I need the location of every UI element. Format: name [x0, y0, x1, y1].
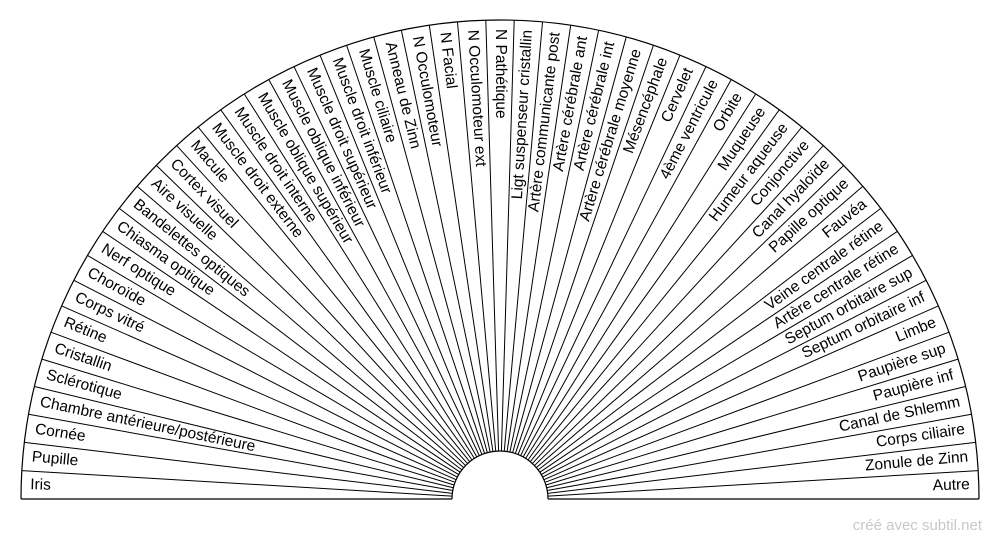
- segment-label: Iris: [30, 476, 51, 494]
- segment-label: Rétine: [61, 314, 109, 347]
- segment-divider: [243, 93, 475, 459]
- segment-divider: [546, 386, 966, 489]
- segment-divider: [41, 358, 455, 486]
- segment-divider: [520, 66, 707, 456]
- segment-divider: [220, 109, 473, 461]
- inner-arc: [451, 450, 549, 500]
- segment-divider: [536, 185, 864, 469]
- segment-divider: [268, 79, 478, 458]
- segment-divider: [541, 254, 913, 476]
- segment-divider: [547, 413, 972, 492]
- segment-divider: [400, 30, 491, 453]
- segment-divider: [21, 470, 453, 497]
- segment-divider: [542, 279, 927, 478]
- segment-divider: [485, 20, 500, 452]
- segment-divider: [73, 279, 458, 478]
- segment-divider: [456, 21, 497, 452]
- segment-divider: [522, 79, 732, 458]
- segment-divider: [543, 305, 939, 481]
- segment-divider: [373, 36, 488, 453]
- segment-label: Pupille: [31, 448, 79, 469]
- segment-divider: [547, 441, 976, 494]
- segment-divider: [509, 30, 600, 453]
- segment-label: N Facial: [436, 31, 460, 89]
- credit-text: créé avec subtil.net: [852, 517, 982, 534]
- segment-divider: [506, 25, 572, 452]
- segment-label: Cornée: [34, 421, 87, 445]
- segment-divider: [61, 305, 457, 481]
- outer-arc: [20, 19, 980, 500]
- segment-label: Zonule de Zinn: [864, 448, 969, 474]
- segment-divider: [539, 230, 898, 473]
- segment-label: 4ème ventricule: [657, 77, 722, 182]
- segment-divider: [118, 207, 463, 471]
- segment-label: Limbe: [893, 314, 939, 346]
- segment-divider: [50, 331, 456, 483]
- segment-label: N Occulomoteur ext: [464, 29, 489, 167]
- segment-divider: [24, 441, 453, 494]
- segment-divider: [527, 109, 780, 461]
- segment-divider: [537, 207, 882, 471]
- segment-divider: [503, 21, 544, 452]
- segment-divider: [500, 20, 515, 452]
- segment-divider: [544, 331, 950, 483]
- segment-label: Chambre antérieure/postérieure: [38, 393, 256, 455]
- segment-divider: [532, 145, 824, 464]
- segment-divider: [545, 358, 959, 486]
- segment-divider: [512, 36, 627, 453]
- segment-divider: [319, 54, 483, 455]
- segment-label: N Pathétique: [492, 29, 509, 119]
- segment-divider: [547, 470, 979, 497]
- segment-divider: [197, 126, 471, 463]
- segment-divider: [514, 45, 654, 454]
- segment-divider: [87, 254, 459, 476]
- segment-divider: [293, 66, 480, 456]
- segment-divider: [525, 93, 757, 459]
- segment-divider: [155, 164, 466, 466]
- segment-dividers: [21, 20, 979, 497]
- segment-divider: [517, 54, 681, 455]
- segment-divider: [28, 413, 453, 492]
- segment-divider: [102, 230, 461, 473]
- segment-label: Autre: [932, 476, 970, 494]
- segment-divider: [428, 25, 494, 452]
- segment-divider: [529, 126, 803, 463]
- segment-divider: [136, 185, 464, 469]
- segment-divider: [534, 164, 845, 466]
- segment-divider: [176, 145, 468, 464]
- segment-divider: [34, 386, 454, 489]
- segment-divider: [346, 45, 486, 454]
